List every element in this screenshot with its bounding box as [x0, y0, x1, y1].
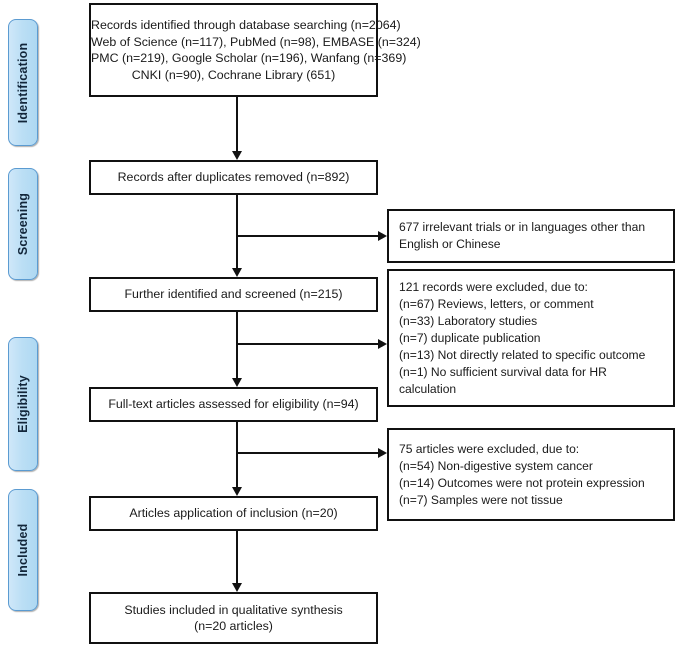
connector-identified-to-duplicates	[236, 97, 238, 151]
arrow-to-excluded-75	[378, 448, 387, 458]
box-line: (n=1) No sufficient survival data for HR	[399, 364, 607, 379]
stage-tab-included-label: Included	[16, 523, 30, 577]
box-further-identified-and-screened: Further identified and screened (n=215)	[89, 277, 378, 312]
box-fulltext-articles-assessed: Full-text articles assessed for eligibil…	[89, 387, 378, 422]
connector-fulltext-to-excluded-75	[236, 452, 378, 454]
box-line: 677 irrelevant trials or in languages ot…	[399, 220, 646, 234]
box-records-after-duplicates-removed: Records after duplicates removed (n=892)	[89, 160, 378, 195]
arrow-to-excluded-121	[378, 339, 387, 349]
arrow-duplicates-to-screened	[232, 268, 242, 277]
connector-screened-to-excluded-121	[236, 343, 378, 345]
connector-duplicates-to-excluded-irrelevant	[236, 235, 378, 237]
connector-duplicates-trunk	[236, 195, 238, 268]
stage-tab-eligibility: Eligibility	[8, 337, 38, 471]
box-studies-included-in-qualitative-synthesis: Studies included in qualitative synthesi…	[89, 592, 378, 644]
box-line: Web of Science (n=117), PubMed (n=98), E…	[91, 34, 421, 49]
box-articles-application-of-inclusion: Articles application of inclusion (n=20)	[89, 496, 378, 531]
box-line: Records after duplicates removed (n=892)	[117, 170, 350, 185]
arrow-screened-to-fulltext	[232, 378, 242, 387]
stage-tab-included: Included	[8, 489, 38, 611]
box-excluded-irrelevant-trials: 677 irrelevant trials or in languages ot…	[387, 209, 675, 263]
stage-tab-screening: Screening	[8, 168, 38, 280]
box-line: (n=14) Outcomes were not protein express…	[399, 475, 645, 490]
box-line: Articles application of inclusion (n=20)	[129, 506, 338, 521]
connector-fulltext-trunk	[236, 422, 238, 487]
box-line: (n=13) Not directly related to specific …	[399, 347, 646, 362]
box-line: Records identified through database sear…	[91, 18, 401, 32]
arrow-to-excluded-irrelevant	[378, 231, 387, 241]
box-excluded-75-articles: 75 articles were excluded, due to: (n=54…	[387, 428, 675, 521]
stage-tab-identification: Identification	[8, 19, 38, 146]
box-line: 121 records were excluded, due to:	[399, 279, 588, 294]
box-line: PMC (n=219), Google Scholar (n=196), Wan…	[91, 51, 407, 65]
box-line: English or Chinese	[399, 237, 501, 251]
box-line: Full-text articles assessed for eligibil…	[108, 397, 359, 412]
box-excluded-121-records: 121 records were excluded, due to: (n=67…	[387, 269, 675, 407]
box-line: (n=20 articles)	[194, 619, 273, 633]
box-line: (n=7) duplicate publication	[399, 330, 541, 345]
connector-screened-trunk	[236, 312, 238, 378]
box-line: (n=33) Laboratory studies	[399, 313, 538, 328]
box-line: (n=7) Samples were not tissue	[399, 492, 563, 507]
box-records-identified: Records identified through database sear…	[89, 3, 421, 97]
box-line: 75 articles were excluded, due to:	[399, 441, 580, 456]
stage-tab-screening-label: Screening	[16, 192, 30, 256]
box-line: calculation	[399, 381, 457, 396]
stage-tab-identification-label: Identification	[16, 42, 30, 123]
box-line: Further identified and screened (n=215)	[124, 287, 343, 302]
stage-tab-eligibility-label: Eligibility	[16, 375, 30, 433]
box-line: Studies included in qualitative synthesi…	[124, 602, 343, 617]
box-line: CNKI (n=90), Cochrane Library (651)	[131, 67, 336, 82]
box-line: (n=67) Reviews, letters, or comment	[399, 296, 594, 311]
box-line: (n=54) Non-digestive system cancer	[399, 458, 593, 473]
arrow-fulltext-to-inclusion	[232, 487, 242, 496]
connector-inclusion-to-studies	[236, 531, 238, 583]
arrow-inclusion-to-studies	[232, 583, 242, 592]
arrow-identified-to-duplicates	[232, 151, 242, 160]
